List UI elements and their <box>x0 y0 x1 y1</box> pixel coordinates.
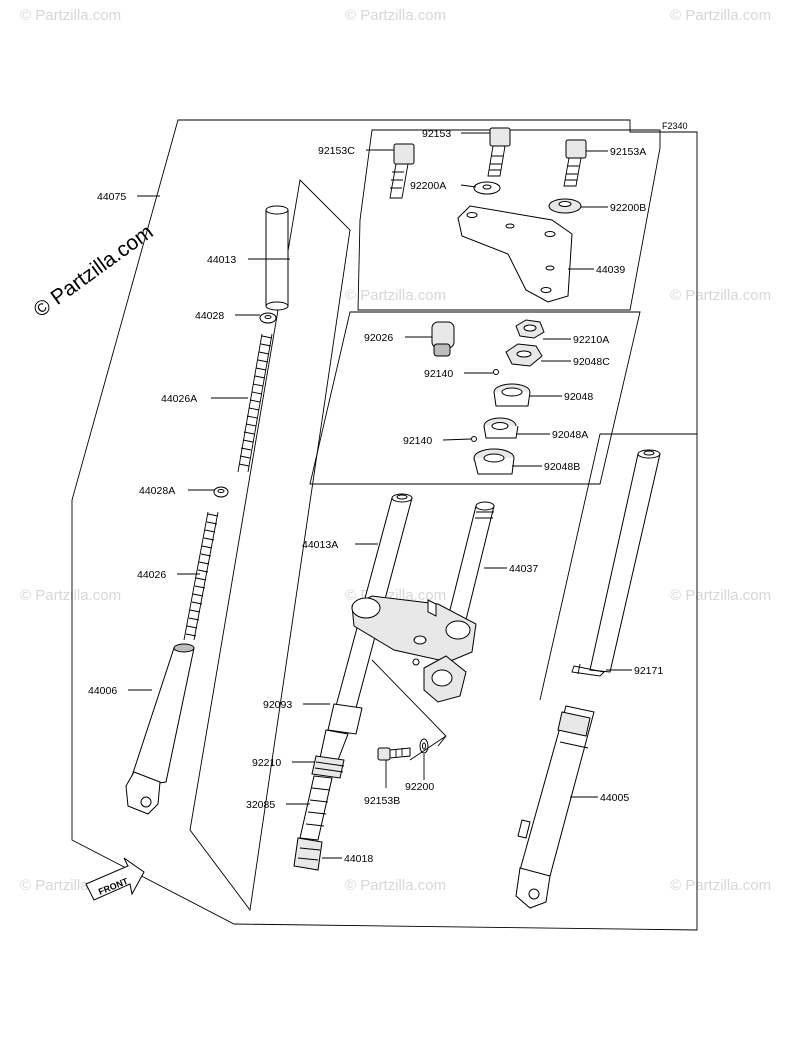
label-92026: 92026 <box>364 332 393 344</box>
label-92153A: 92153A <box>610 146 646 158</box>
brand-text: © Partzilla.com <box>29 220 157 322</box>
leader-lines <box>128 132 632 859</box>
watermark: © Partzilla.com <box>20 587 121 604</box>
spring-44026 <box>183 511 219 641</box>
label-92153B: 92153B <box>364 795 400 807</box>
label-92210: 92210 <box>252 757 281 769</box>
label-92200A: 92200A <box>410 180 446 192</box>
label-92200B: 92200B <box>610 202 646 214</box>
cap-92026 <box>431 321 455 357</box>
nut-92210A <box>515 319 545 339</box>
label-44026: 44026 <box>137 569 166 581</box>
label-44075: 44075 <box>97 191 126 203</box>
watermark: © Partzilla.com <box>670 7 771 24</box>
bolt-guide-line <box>371 659 447 761</box>
fork-tube-44013 <box>265 205 289 311</box>
label-92048C: 92048C <box>573 356 610 368</box>
label-92048A: 92048A <box>552 429 588 441</box>
label-44026A: 44026A <box>161 393 197 405</box>
label-44018: 44018 <box>344 853 373 865</box>
watermark: © Partzilla.com <box>345 7 446 24</box>
handlebar-holder-outline <box>357 129 661 311</box>
race-92048 <box>493 383 531 407</box>
part-labels: 44075 92153C 92153 92153A 92200A 92200B … <box>88 128 663 865</box>
washer-92200B <box>548 198 582 214</box>
inner-tube-group-outline <box>189 179 351 912</box>
label-44028A: 44028A <box>139 485 175 497</box>
label-32085: 32085 <box>246 799 275 811</box>
label-44005: 44005 <box>600 792 629 804</box>
assembly-outline <box>71 119 698 931</box>
label-44037: 44037 <box>509 563 538 575</box>
label-44006: 44006 <box>88 685 117 697</box>
watermark: © Partzilla.com <box>20 7 121 24</box>
label-92048B: 92048B <box>544 461 580 473</box>
fork-boot-92093 <box>327 703 363 735</box>
front-direction-arrow: FRONT <box>85 857 145 901</box>
spring-44026A <box>237 333 273 473</box>
washer-92200A <box>473 181 501 195</box>
watermark: © Partzilla.com <box>670 587 771 604</box>
label-44039: 44039 <box>596 264 625 276</box>
race-92048B <box>473 448 515 475</box>
label-92153C: 92153C <box>318 145 355 157</box>
watermark: © Partzilla.com <box>345 287 446 304</box>
label-92153: 92153 <box>422 128 451 140</box>
outer-tube-group-outline <box>539 433 697 701</box>
nut-92048C <box>505 343 543 367</box>
label-92140-lower: 92140 <box>403 435 432 447</box>
bolt-92153C <box>389 143 415 199</box>
fork-tube-44005-upper <box>589 449 661 673</box>
handlebar-holder-44039 <box>457 205 573 303</box>
bolt-92153A <box>563 139 587 187</box>
steering-stem-outline <box>309 311 641 485</box>
label-92140-upper: 92140 <box>424 368 453 380</box>
ball-92140-lower <box>471 436 477 442</box>
fork-outer-44005 <box>515 705 595 909</box>
label-92048: 92048 <box>564 391 593 403</box>
spring-seat-44028 <box>259 312 277 324</box>
watermarks: © Partzilla.com © Partzilla.com © Partzi… <box>20 7 771 894</box>
label-92093: 92093 <box>263 699 292 711</box>
label-92171: 92171 <box>634 665 663 677</box>
steering-stem-bracket <box>351 595 477 703</box>
label-44013A: 44013A <box>302 539 338 551</box>
ball-92140-upper <box>493 369 499 375</box>
damper-44006 <box>125 643 195 815</box>
label-44013: 44013 <box>207 254 236 266</box>
bolt-92153B <box>377 747 411 761</box>
fork-lower-44018 <box>293 729 349 871</box>
race-92048A <box>483 417 519 439</box>
watermark: © Partzilla.com <box>670 287 771 304</box>
label-92200: 92200 <box>405 781 434 793</box>
watermark: © Partzilla.com <box>670 877 771 894</box>
clip-92171 <box>571 663 605 677</box>
spring-seat-44028A <box>213 486 229 498</box>
bolt-92153 <box>487 127 511 177</box>
watermark: © Partzilla.com <box>345 877 446 894</box>
label-44028: 44028 <box>195 310 224 322</box>
label-92210A: 92210A <box>573 334 609 346</box>
figure-id: F2340 <box>662 121 688 131</box>
